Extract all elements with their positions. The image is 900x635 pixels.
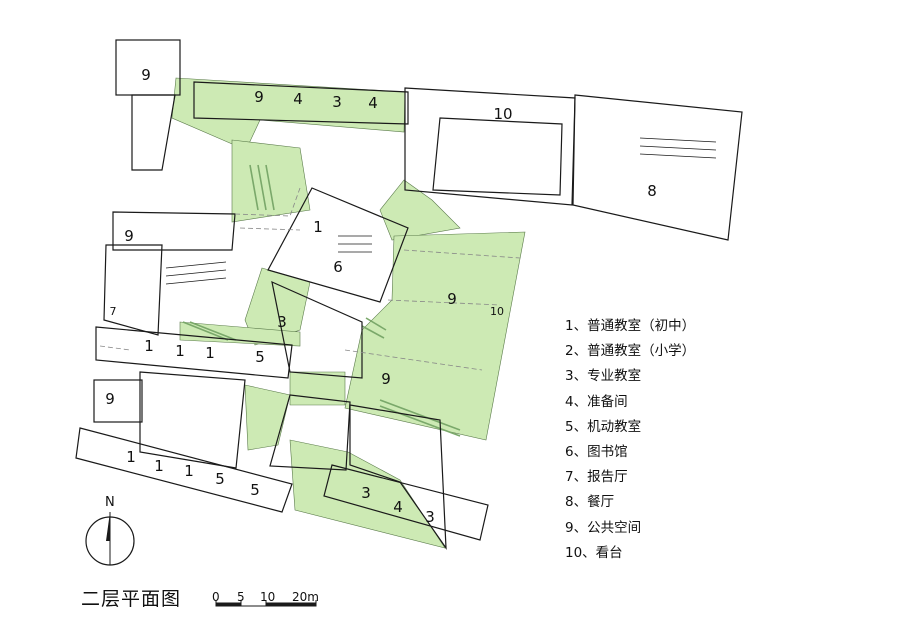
room-label: 9 — [105, 390, 115, 408]
room-label: 5 — [250, 481, 260, 499]
scale-tick-label: 20m — [292, 590, 319, 604]
legend-item: 3、专业教室 — [565, 368, 642, 385]
room-label: 6 — [333, 258, 343, 276]
room-label: 1 — [144, 337, 154, 355]
room-label: 3 — [277, 313, 287, 331]
dashed-grid — [99, 187, 521, 371]
legend: 1、普通教室（初中） 2、普通教室（小学） 3、专业教室 4、准备间 5、机动教… — [565, 314, 695, 566]
plan-title: 二层平面图 — [81, 588, 182, 610]
stair-stripes — [182, 164, 461, 437]
room-label: 3 — [361, 484, 371, 502]
room-label: 9 — [124, 227, 134, 245]
scale-tick-label: 10 — [260, 590, 276, 604]
legend-item: 4、准备间 — [565, 393, 628, 410]
scale-bar — [215, 600, 317, 607]
room-label: 1 — [154, 457, 164, 475]
room-label: 5 — [255, 348, 265, 366]
room-label: 5 — [215, 470, 225, 488]
room-label: 9 — [381, 370, 391, 388]
room-label: 3 — [425, 508, 435, 526]
legend-item: 6、图书馆 — [565, 444, 628, 461]
room-label: 9 — [254, 88, 264, 106]
north-arrow — [85, 512, 135, 566]
room-label: 1 — [126, 448, 136, 466]
scale-tick-label: 0 — [212, 590, 220, 604]
room-label: 10 — [490, 305, 504, 318]
room-label: 9 — [447, 290, 457, 308]
court-hatch — [165, 137, 717, 285]
green-public-space — [171, 77, 526, 549]
legend-item: 7、报告厅 — [565, 469, 628, 486]
room-label: 1 — [175, 342, 185, 360]
room-label: 1 — [313, 218, 323, 236]
legend-item: 5、机动教室 — [565, 418, 642, 435]
legend-item: 10、看台 — [565, 544, 623, 561]
building-outlines — [75, 39, 743, 551]
room-label: 3 — [332, 93, 342, 111]
room-label: 9 — [141, 66, 151, 84]
room-label: 1 — [184, 462, 194, 480]
room-label: 8 — [647, 182, 657, 200]
room-label: 4 — [293, 90, 303, 108]
room-label: 1 — [205, 344, 215, 362]
legend-item: 8、餐厅 — [565, 494, 615, 511]
room-label: 7 — [110, 305, 117, 318]
scale-tick-label: 5 — [237, 590, 245, 604]
room-label: 4 — [393, 498, 403, 516]
room-label: 4 — [368, 94, 378, 112]
north-label: N — [105, 495, 115, 510]
legend-item: 9、公共空间 — [565, 519, 642, 536]
legend-item: 2、普通教室（小学） — [565, 343, 696, 360]
legend-item: 1、普通教室（初中） — [565, 318, 696, 334]
room-labels: 9 9 4 3 4 10 8 9 1 6 9 10 7 3 1 1 1 5 9 … — [105, 66, 657, 526]
room-label: 10 — [493, 105, 512, 123]
